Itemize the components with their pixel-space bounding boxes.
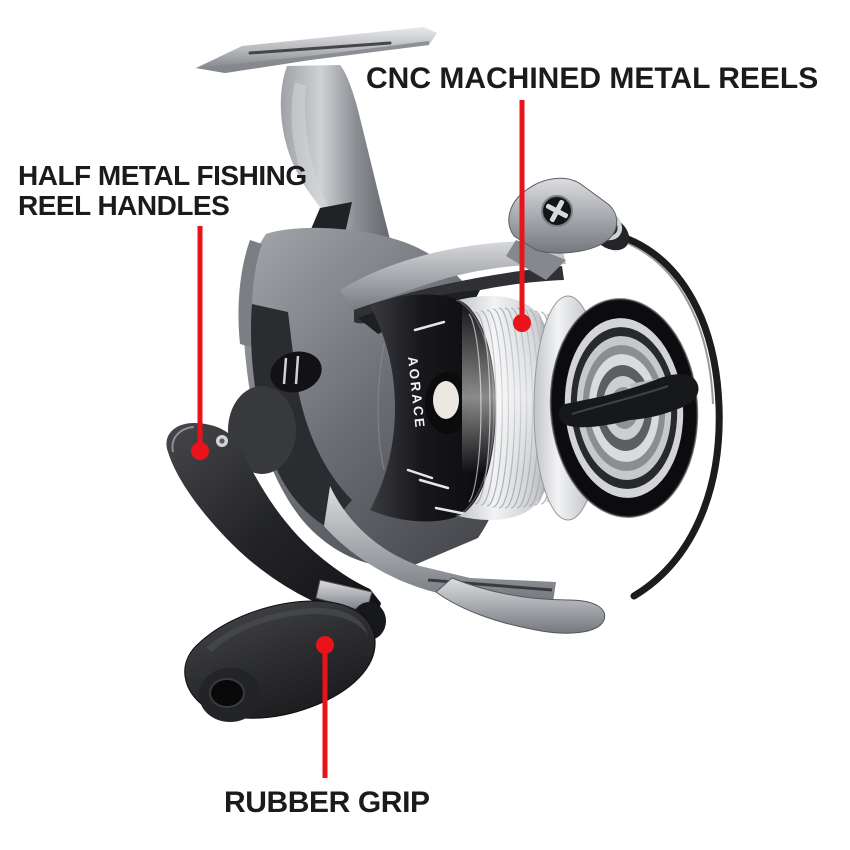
leader-dot-handle — [191, 442, 209, 460]
skirt-port-hole — [433, 381, 459, 419]
spool: AORACE — [370, 294, 699, 522]
spool-line-barrel — [458, 296, 562, 520]
handle-grip — [184, 600, 376, 722]
callout-half-metal-handle: HALF METAL FISHING REEL HANDLES — [18, 160, 307, 221]
leader-dot-spool — [513, 314, 531, 332]
drag-knob-bar — [558, 374, 699, 428]
bail-wire — [616, 232, 723, 600]
leader-dot-grip — [316, 636, 334, 654]
anti-reverse-switch — [270, 351, 322, 393]
rotor-arm-lower — [324, 486, 606, 634]
callout-rubber-grip: RUBBER GRIP — [224, 786, 430, 819]
callout-metal-reels: CNC MACHINED METAL REELS — [366, 62, 819, 95]
bail-screw — [541, 195, 573, 227]
bail-lever — [506, 177, 630, 280]
callout-leaders — [191, 100, 531, 778]
